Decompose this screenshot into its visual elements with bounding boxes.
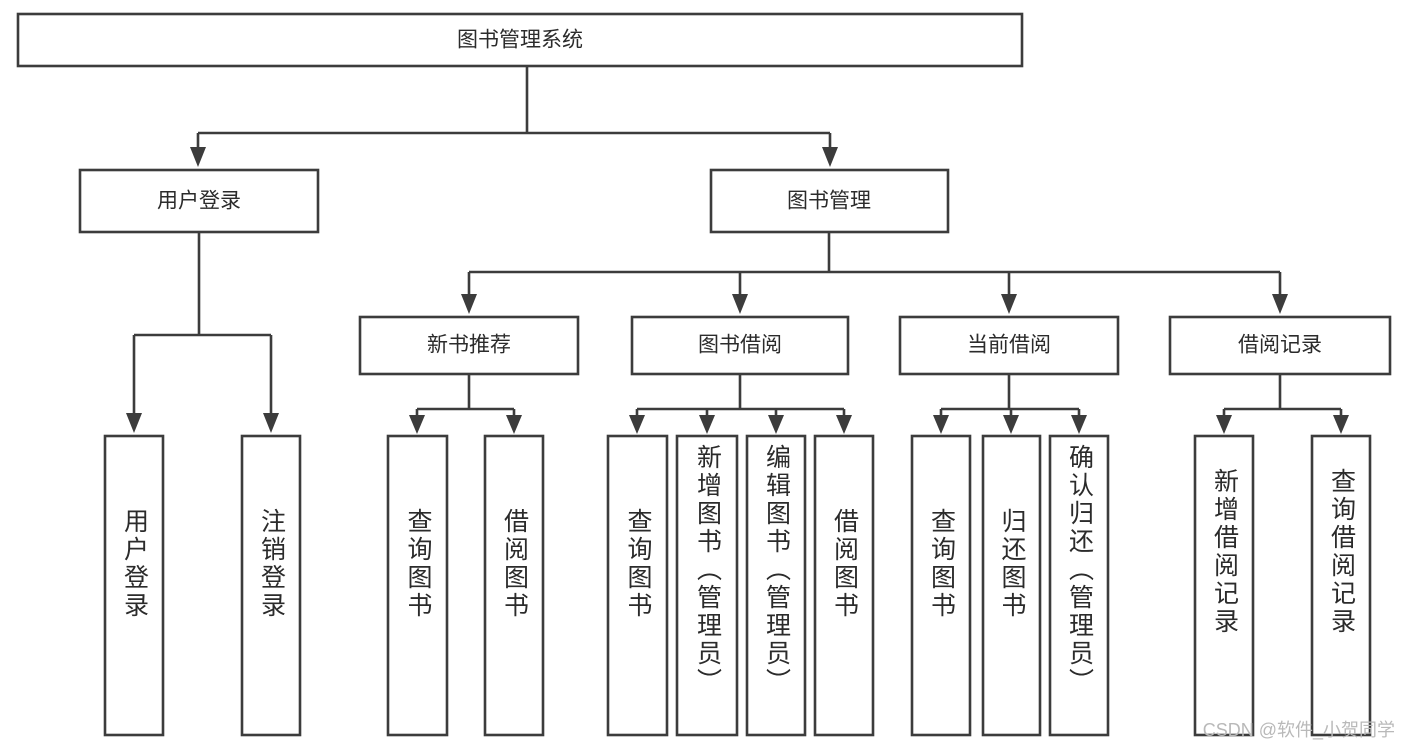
arrow-head-icon: [1333, 415, 1349, 434]
arrow-head-icon: [699, 415, 715, 434]
leaf-box-return-book[interactable]: [981, 434, 1042, 737]
leaf-box-add-book-admin[interactable]: [675, 434, 739, 737]
connector-book-borrow-to-leaves: [629, 374, 852, 434]
arrow-head-icon: [1001, 294, 1017, 314]
node-book-borrow-label: 图书借阅: [698, 334, 782, 357]
arrow-head-icon: [263, 413, 279, 433]
arrow-head-icon: [506, 415, 522, 434]
leaf-box-query-borrow-record[interactable]: [1310, 434, 1372, 737]
node-user-login[interactable]: 用户登录: [78, 168, 320, 234]
leaf-box-query-book-rec[interactable]: [386, 434, 449, 737]
arrow-head-icon: [1216, 415, 1232, 434]
connector-book-management-to-level3: [461, 232, 1288, 314]
node-borrow-record-label: 借阅记录: [1238, 334, 1322, 357]
arrow-head-icon: [1272, 294, 1288, 314]
arrow-head-icon: [190, 147, 206, 167]
arrow-head-icon: [822, 147, 838, 167]
node-root-box[interactable]: [16, 12, 1024, 68]
arrow-head-icon: [1003, 415, 1019, 434]
connector-user-login-to-leaves: [126, 232, 279, 433]
node-user-login-label: 用户登录: [157, 190, 241, 213]
arrow-head-icon: [461, 294, 477, 314]
node-new-book-recommendation-label: 新书推荐: [427, 334, 511, 357]
leaf-box-borrow-book[interactable]: [813, 434, 875, 737]
arrow-head-icon: [732, 294, 748, 314]
node-book-borrow[interactable]: 图书借阅: [630, 315, 850, 376]
leaf-box-confirm-return-admin[interactable]: [1048, 434, 1110, 737]
leaf-box-add-borrow-record[interactable]: [1193, 434, 1255, 737]
node-root[interactable]: 图书管理系统: [16, 12, 1024, 68]
arrow-head-icon: [836, 415, 852, 434]
connector-current-borrow-to-leaves: [933, 374, 1087, 434]
leaf-box-edit-book-admin[interactable]: [745, 434, 807, 737]
node-new-book-recommendation[interactable]: 新书推荐: [358, 315, 580, 376]
node-book-management-label: 图书管理: [787, 190, 871, 213]
connector-new-book-recommendation-to-leaves: [409, 374, 522, 434]
arrow-head-icon: [126, 413, 142, 433]
node-current-borrow[interactable]: 当前借阅: [898, 315, 1120, 376]
node-current-borrow-box[interactable]: [898, 315, 1120, 376]
arrow-head-icon: [768, 415, 784, 434]
leaf-box-query-book-current[interactable]: [910, 434, 972, 737]
leaf-box-query-book-borrow[interactable]: [606, 434, 669, 737]
connector-borrow-record-to-leaves: [1216, 374, 1349, 434]
leaf-box-borrow-book-rec[interactable]: [483, 434, 545, 737]
arrow-head-icon: [933, 415, 949, 434]
connector-root-to-level2: [190, 66, 838, 167]
leaf-box-logout[interactable]: [240, 434, 302, 737]
node-current-borrow-label: 当前借阅: [967, 334, 1051, 357]
leaf-box-user-login[interactable]: [103, 434, 165, 737]
node-user-login-box[interactable]: [78, 168, 320, 234]
arrow-head-icon: [629, 415, 645, 434]
arrow-head-icon: [1071, 415, 1087, 434]
node-borrow-record[interactable]: 借阅记录: [1168, 315, 1392, 376]
node-book-management[interactable]: 图书管理: [709, 168, 950, 234]
node-new-book-recommendation-box[interactable]: [358, 315, 580, 376]
leaf-boxes: [103, 434, 1372, 737]
node-root-label: 图书管理系统: [457, 29, 583, 52]
arrow-head-icon: [409, 415, 425, 434]
